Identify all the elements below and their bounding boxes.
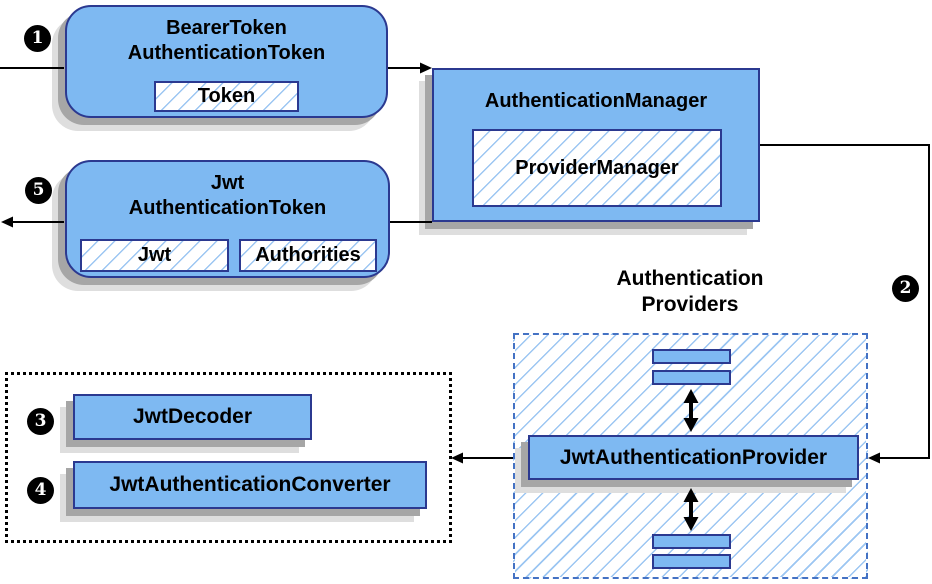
step-4-badge: 4 <box>27 477 54 504</box>
jwt-authentication-provider-box: JwtAuthenticationProvider <box>528 435 859 480</box>
bearer-to-manager-arrowhead <box>420 62 432 74</box>
step-3-badge: 3 <box>27 408 54 435</box>
provider-to-decoder-arrowhead <box>451 452 463 464</box>
outgoing-result-arrowhead <box>1 216 13 228</box>
jwt-decoder-label: JwtDecoder <box>132 405 253 428</box>
bearer-token-title-line1: BearerToken <box>166 17 287 39</box>
provider-placeholder-bar <box>652 370 731 385</box>
jwt-authentication-token-box: Jwt AuthenticationToken Jwt Authorities <box>65 160 390 278</box>
decoder-converter-container <box>5 372 452 543</box>
manager-to-provider-arrowhead <box>868 452 880 464</box>
provider-manager-label: ProviderManager <box>515 156 679 179</box>
step-3-number: 3 <box>34 411 47 431</box>
step-1-number: 1 <box>31 28 44 48</box>
provider-placeholder-bar <box>652 349 731 364</box>
jwt-authentication-converter-label: JwtAuthenticationConverter <box>109 473 391 496</box>
step-2-number: 2 <box>899 278 912 298</box>
step-5-badge: 5 <box>25 177 52 204</box>
step-2-badge: 2 <box>892 275 919 302</box>
step-4-number: 4 <box>34 480 47 500</box>
authentication-providers-label-line2: Providers <box>641 293 739 316</box>
authentication-providers-label-line1: Authentication <box>616 267 764 290</box>
step-5-number: 5 <box>32 180 45 200</box>
authentication-providers-label: Authentication Providers <box>555 266 825 318</box>
authorities-label: Authorities <box>255 244 361 266</box>
jwt-authentication-provider-label: JwtAuthenticationProvider <box>559 445 828 469</box>
step-1-badge: 1 <box>24 25 51 52</box>
jwt-token-title-line1: Jwt <box>210 172 245 194</box>
bearer-token-authentication-token-box: BearerToken AuthenticationToken Token <box>65 5 388 118</box>
authorities-inner-box: Authorities <box>239 239 377 272</box>
bearer-token-title-line2: AuthenticationToken <box>127 42 326 64</box>
jwt-decoder-box: JwtDecoder <box>73 394 312 440</box>
authentication-manager-box: AuthenticationManager ProviderManager <box>432 68 760 222</box>
jwt-inner-box: Jwt <box>80 239 229 272</box>
provider-manager-inner-box: ProviderManager <box>472 129 722 207</box>
token-inner-box: Token <box>154 81 299 112</box>
jwt-token-title-line2: AuthenticationToken <box>128 197 327 219</box>
authentication-manager-title: AuthenticationManager <box>484 90 708 112</box>
jwt-label: Jwt <box>137 244 172 266</box>
jwt-authentication-converter-box: JwtAuthenticationConverter <box>73 461 427 509</box>
token-label: Token <box>197 85 256 107</box>
provider-placeholder-bar <box>652 534 731 549</box>
provider-placeholder-bar <box>652 554 731 569</box>
